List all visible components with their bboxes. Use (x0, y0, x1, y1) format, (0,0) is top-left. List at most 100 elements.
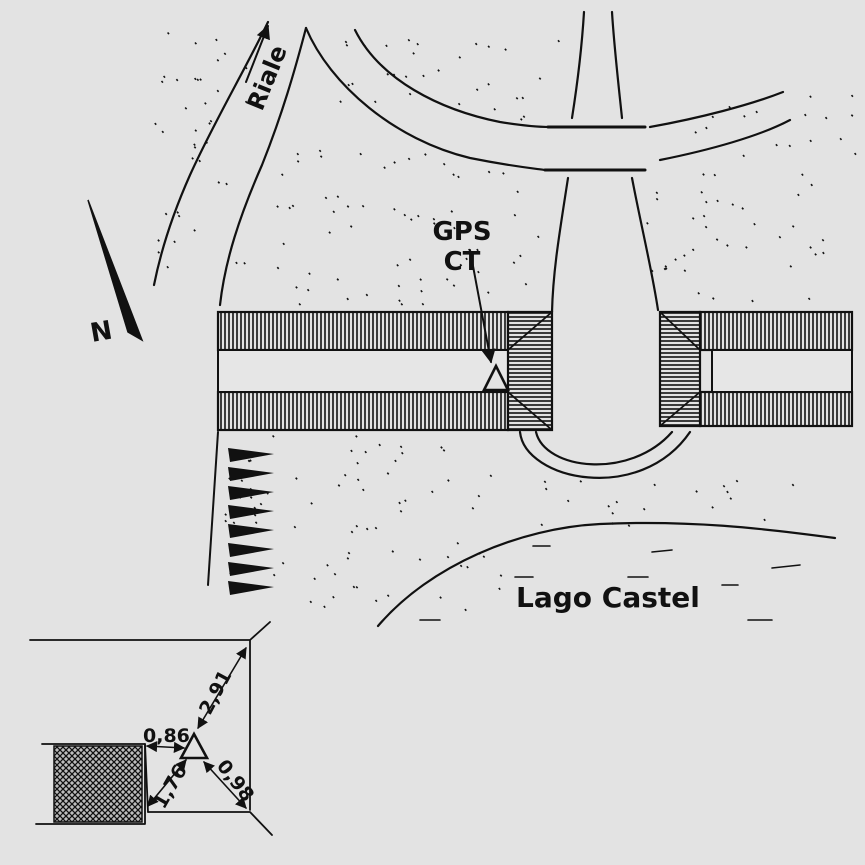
stipple-dot (711, 506, 714, 509)
stipple-dot (224, 513, 228, 516)
stipple-dot (704, 225, 708, 229)
stipple-dot (458, 56, 462, 59)
stipple-dot (310, 502, 313, 505)
stipple-dot (355, 435, 358, 438)
stipple-dot (253, 506, 257, 510)
stipple-dot (464, 608, 467, 612)
stipple-dot (319, 155, 323, 158)
stipple-dot (337, 484, 341, 487)
stipple-dot (814, 253, 817, 256)
dam-right (658, 310, 854, 428)
stipple-dot (557, 39, 561, 43)
station-label-line1: GPS (432, 217, 491, 247)
stipple-dot (477, 270, 480, 274)
stipple-dot (515, 96, 519, 100)
stipple-dot (356, 461, 359, 465)
stipple-dot (397, 284, 401, 288)
stipple-dot (361, 488, 365, 492)
stipple-dot (385, 44, 388, 48)
stipple-dot (729, 497, 733, 500)
stipple-dot (711, 297, 715, 300)
stipple-dot (850, 114, 854, 117)
stipple-dot (298, 302, 302, 306)
stipple-dot (404, 499, 407, 503)
stipple-dot (471, 506, 475, 510)
stipple-dot (399, 445, 403, 449)
stipple-dot (446, 555, 450, 559)
stipple-dot (450, 210, 454, 213)
stipple-dot (465, 257, 468, 261)
stipple-dot (801, 173, 804, 177)
stipple-dot (193, 146, 197, 149)
stipple-dot (646, 221, 649, 225)
stipple-dot (346, 557, 350, 560)
stipple-dot (164, 212, 168, 216)
stipple-dot (291, 204, 295, 208)
north-arrow-icon (87, 199, 144, 342)
stipple-dot (704, 200, 708, 204)
stipple-dot (328, 231, 332, 234)
stipple-dot (627, 524, 631, 528)
stipple-dot (726, 244, 729, 247)
stipple-dot (196, 78, 200, 82)
stipple-dot (452, 284, 456, 287)
stipple-dot (512, 261, 516, 265)
stipple-dot (722, 484, 726, 488)
embankment-wedge (228, 524, 274, 538)
stipple-dot (160, 80, 164, 84)
stipple-dot (276, 266, 280, 270)
lake-shoreline (376, 521, 837, 628)
stipple-dot (439, 596, 442, 599)
stipple-dot (173, 240, 176, 244)
stipple-dot (216, 89, 220, 93)
stipple-dot (691, 248, 695, 252)
stipple-dot (244, 100, 248, 104)
stipple-dot (477, 494, 481, 498)
stipple-dot (336, 278, 340, 281)
stipple-dot (486, 291, 490, 294)
embankment-wedge (228, 467, 274, 481)
stipple-dot (642, 507, 646, 511)
stipple-dot (751, 299, 754, 303)
stipple-dot (611, 511, 615, 515)
stipple-dot (157, 239, 160, 242)
stipple-dot (157, 251, 161, 254)
stipple-dot (447, 479, 450, 482)
stipple-dot (713, 173, 717, 177)
stipple-dot (308, 272, 311, 276)
stipple-dot (175, 78, 179, 82)
stipple-dot (821, 238, 825, 242)
stipple-dot (374, 526, 378, 530)
stipple-dot (524, 282, 528, 286)
stipple-dot (386, 594, 390, 598)
stipple-dot (344, 40, 348, 44)
stipple-dot (442, 449, 446, 452)
stipple-dot (166, 265, 170, 269)
stipple-dot (216, 58, 220, 62)
stipple-dot (398, 501, 401, 505)
stipple-dot (396, 263, 399, 267)
stipple-dot (209, 119, 213, 123)
stipple-dot (442, 162, 446, 166)
stipple-dot (683, 254, 686, 257)
stipple-dot (476, 248, 479, 252)
stipple-dot (309, 600, 313, 604)
stipple-dot (487, 45, 491, 49)
stipple-dot (343, 473, 347, 477)
stipple-dot (336, 195, 340, 199)
measurement-0-86: 0,86 (143, 725, 190, 747)
stipple-dot (664, 265, 668, 268)
stipple-dot (386, 472, 390, 475)
stipple-dot (154, 122, 157, 126)
stipple-dot (499, 574, 503, 577)
stipple-dot (352, 585, 356, 589)
stipple-dot (522, 115, 526, 119)
stipple-dot (364, 450, 368, 454)
stipple-dot (715, 238, 719, 241)
stipple-dot (702, 173, 705, 176)
stipple-dot (753, 222, 756, 226)
stipple-dot (755, 110, 759, 114)
stipple-dot (193, 229, 196, 232)
stipple-dot (224, 519, 228, 523)
embankment-triangles (228, 448, 274, 595)
